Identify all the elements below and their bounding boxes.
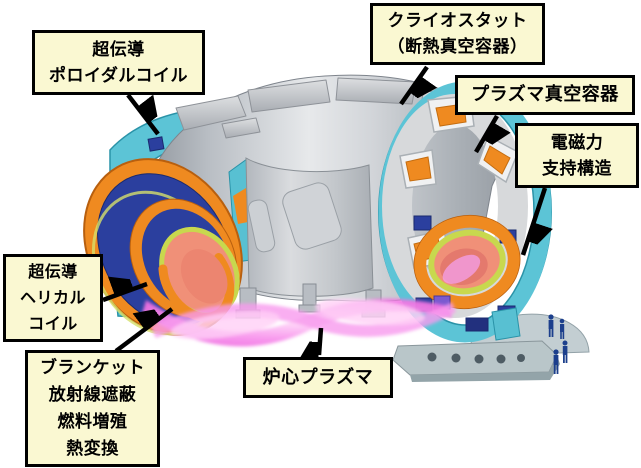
callout-arrows	[102, 65, 545, 355]
person-icon	[559, 318, 565, 339]
label-line: 燃料増殖	[57, 411, 128, 432]
label-core-plasma: 炉心プラズマ	[243, 357, 393, 398]
label-line: ポロイダルコイル	[49, 65, 188, 86]
label-line: 放射線遮蔽	[48, 384, 137, 405]
label-superconducting-poloidal-coil: 超伝導 ポロイダルコイル	[32, 30, 205, 95]
label-line: ブランケット	[40, 357, 145, 378]
label-line: ヘリカル	[19, 288, 86, 307]
label-line: プラズマ真空容器	[471, 84, 619, 105]
label-line: クライオスタット	[387, 11, 528, 31]
label-plasma-vacuum-vessel: プラズマ真空容器	[455, 75, 635, 115]
core-plasma-ribbon	[142, 298, 456, 347]
label-line: 電磁力	[550, 132, 604, 153]
helical-coil-section-right	[413, 214, 521, 310]
label-electromagnetic-force-support: 電磁力 支持構造	[515, 123, 639, 188]
label-cryostat: クライオスタット （断熱真空容器）	[370, 3, 545, 65]
label-line: 超伝導	[92, 39, 145, 60]
label-line: 超伝導	[28, 262, 78, 281]
label-line: 支持構造	[542, 158, 612, 179]
label-line: （断熱真空容器）	[387, 37, 528, 57]
label-line: コイル	[28, 314, 78, 333]
label-blanket: ブランケット 放射線遮蔽 燃料増殖 熱変換	[25, 350, 160, 467]
human-figure-icons	[548, 314, 568, 374]
person-icon	[562, 340, 568, 363]
label-line: 炉心プラズマ	[262, 366, 374, 388]
label-line: 熱変換	[66, 438, 119, 459]
base-pedestal	[392, 313, 590, 382]
label-superconducting-helical-coil: 超伝導 ヘリカル コイル	[3, 254, 103, 342]
base-plate-holes	[427, 352, 525, 364]
person-icon	[553, 349, 559, 374]
person-icon	[548, 314, 554, 337]
